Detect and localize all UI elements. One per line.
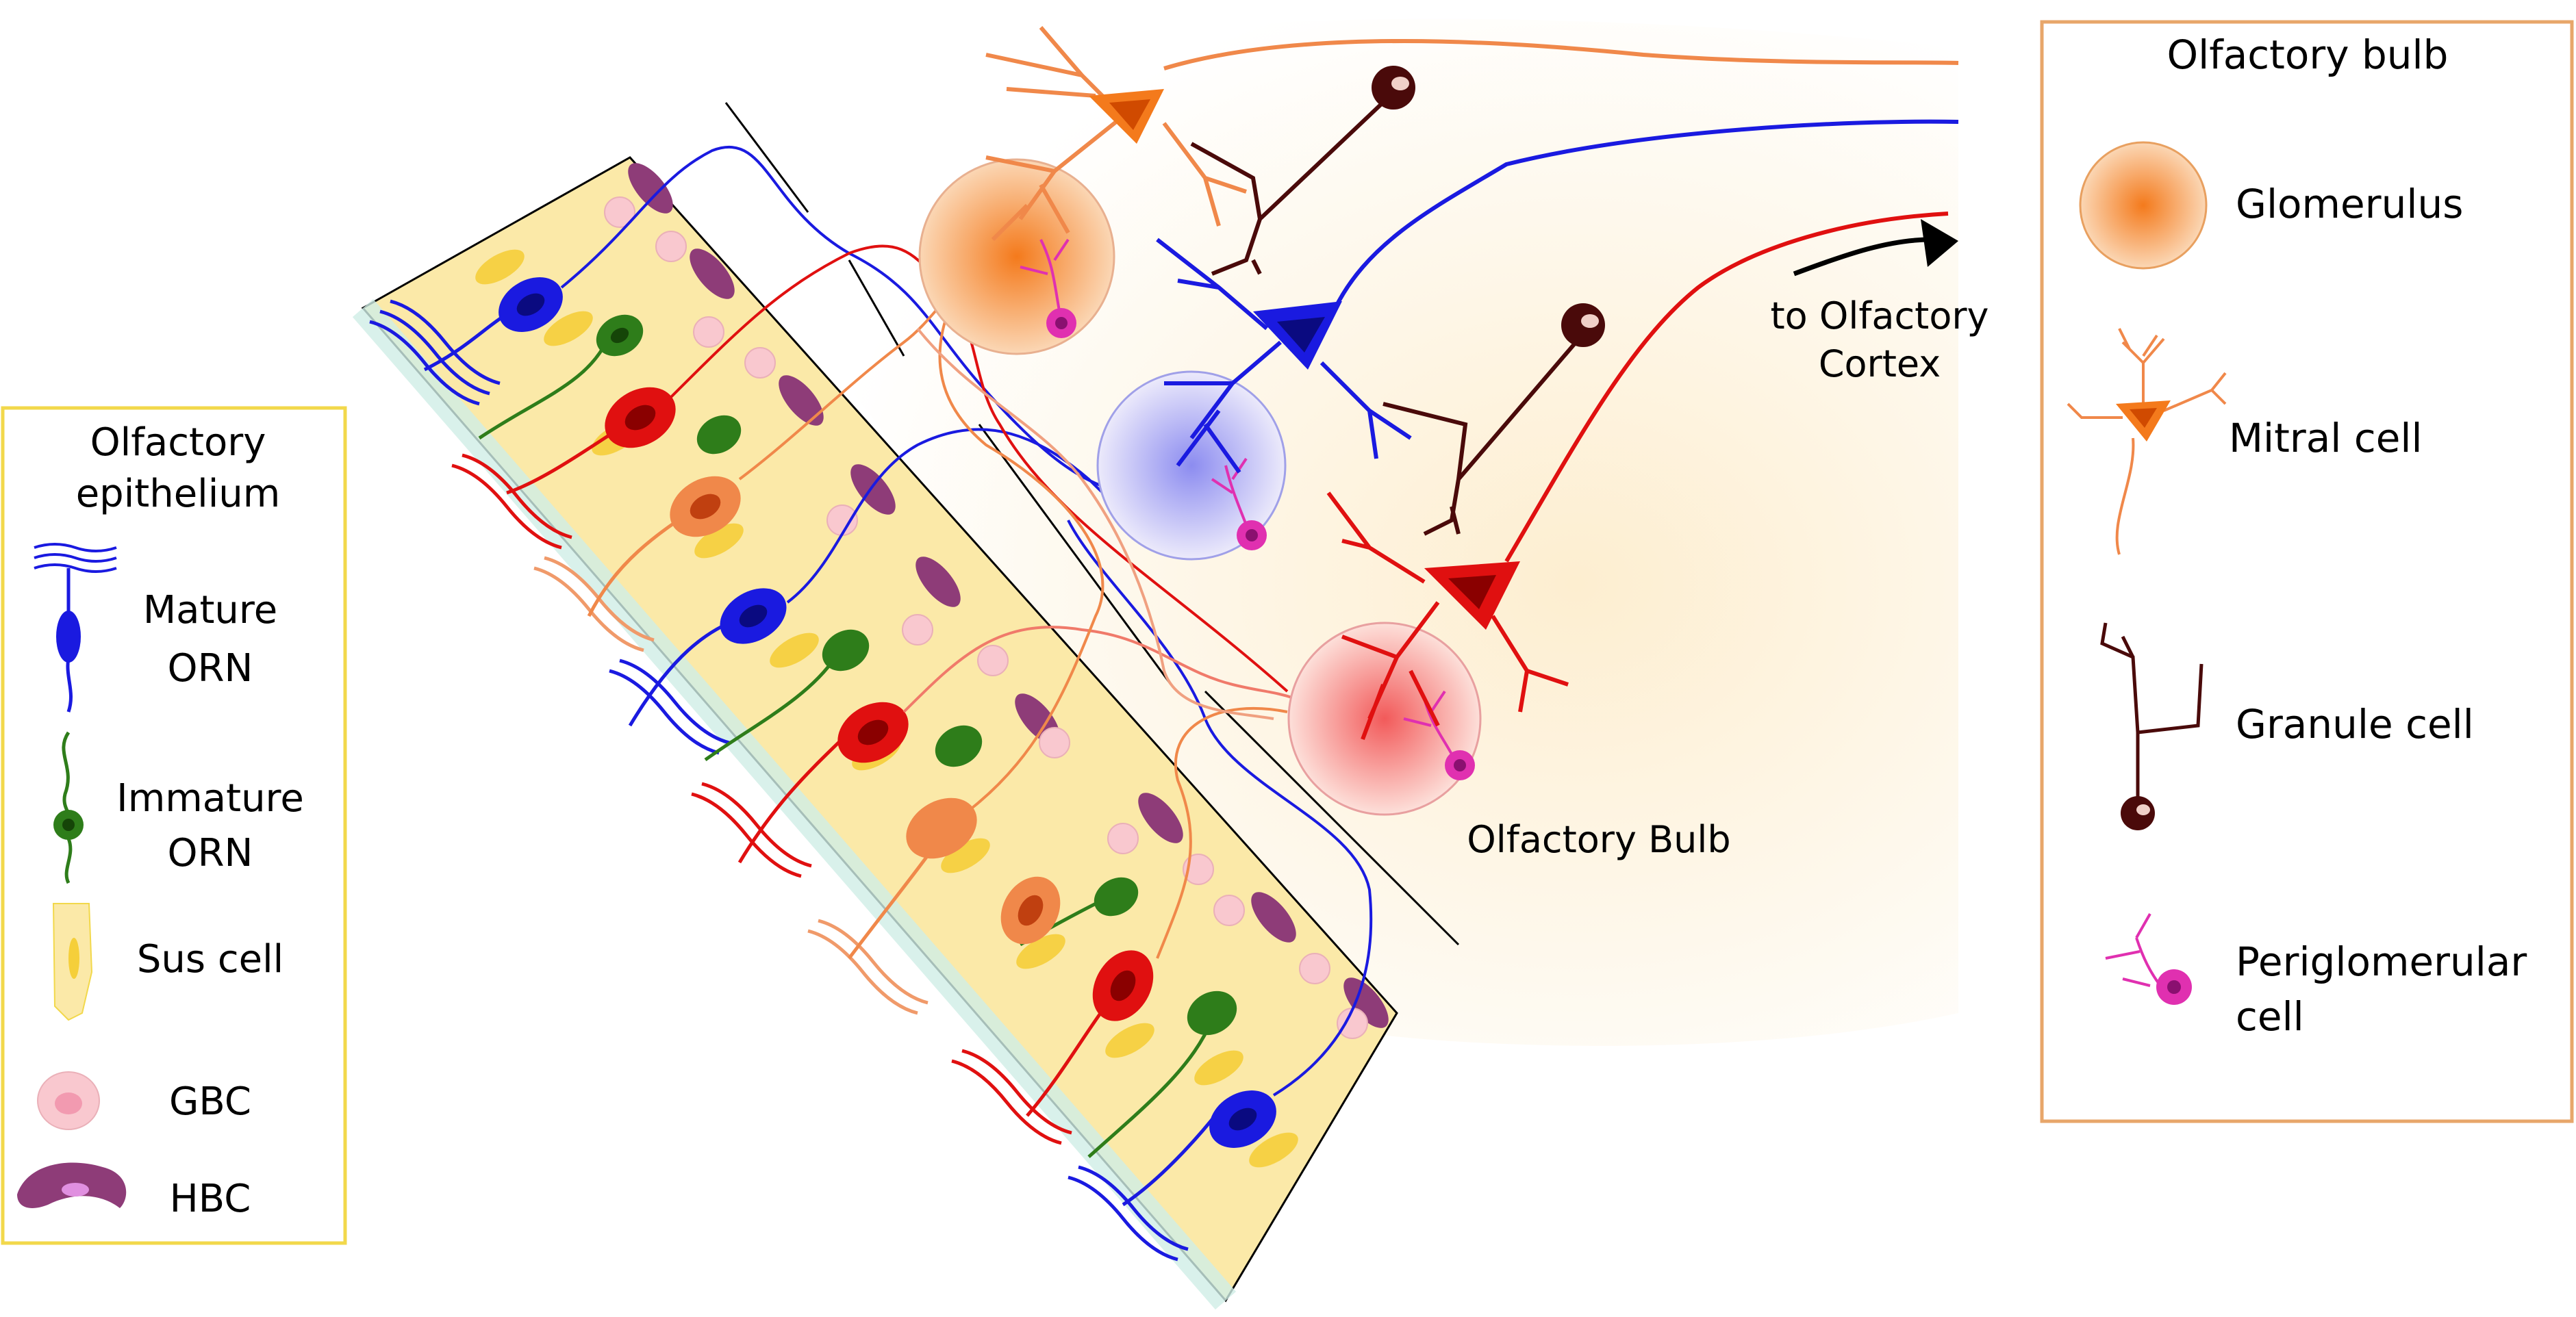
legend-immature-label-2: ORN [168,831,253,875]
olfactory-bulb-label: Olfactory Bulb [1467,818,1730,861]
legend-glomerulus-icon [2079,141,2208,270]
legend-immature-label-1: Immature [116,776,304,821]
legend-granule-icon [2100,622,2204,830]
legend-hbc-icon [17,1162,127,1208]
mitral-cell-orange [985,26,1959,242]
legend-periglomerular-label-1: Periglomerular [2236,938,2527,985]
lamina-line-2 [848,259,905,357]
mitral-cell-red [1326,212,1949,741]
legend-epithelium-title-2: epithelium [76,472,281,516]
legend-immature-orn-icon [53,731,84,884]
apical-dendrites-red [451,453,1072,1145]
legend-granule-label: Granule cell [2236,701,2474,747]
legend-mature-label-2: ORN [168,646,253,691]
legend-periglomerular-icon [2105,913,2192,1005]
gbc-cells [604,196,1368,1039]
legend-gbc-label: GBC [169,1079,251,1124]
to-cortex-arrowhead [1921,219,1958,267]
hbc-cells [628,163,1389,1028]
glomerulus-red [1287,622,1482,816]
legend-bulb-title: Olfactory bulb [2167,31,2449,78]
legend-sus-label: Sus cell [137,937,283,982]
mucus-layer [352,298,1237,1310]
orn-cell-bodies [498,277,1276,1148]
legend-mitral-label: Mitral cell [2229,415,2423,461]
mitral-cell-blue [1156,119,1959,474]
legend-gbc-icon [37,1071,100,1130]
legend-mitral-icon [2067,328,2227,555]
to-cortex-label-2: Cortex [1819,342,1941,385]
lamina-line-1 [724,102,809,213]
periglomerular-somas [1046,308,1475,780]
glomerulus-blue [1096,370,1287,561]
lamina-line-4 [1204,690,1460,946]
legend-hbc-label: HBC [170,1177,251,1221]
legend-bulb-box [2040,20,2574,1123]
granule-cells [1190,94,1584,536]
legend-glomerulus-label: Glomerulus [2236,181,2463,227]
legend-epithelium-title-1: Olfactory [90,420,266,465]
granule-somas [1372,66,1605,347]
apical-dendrites-blue-1 [369,299,1189,1262]
legend-periglomerular-label-2: cell [2236,993,2304,1040]
to-cortex-label-1: to Olfactory [1770,294,1988,337]
legend-sus-cell-icon [52,903,93,1021]
to-cortex-arrow [1793,237,1932,277]
legend-mature-label-1: Mature [143,588,277,632]
legend-epithelium-box [1,406,347,1245]
legend-mature-orn-icon [34,543,117,713]
glomerulus-orange [918,158,1115,355]
lamina-line-3 [978,424,1172,685]
